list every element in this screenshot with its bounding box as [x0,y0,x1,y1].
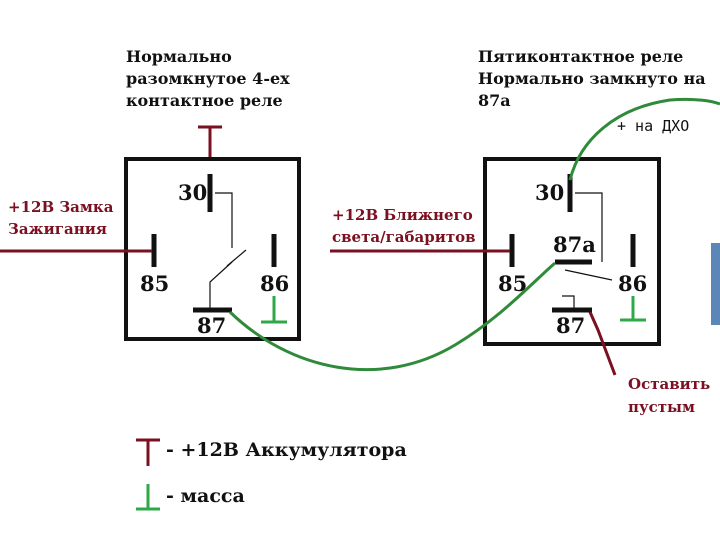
leave-empty-label-line-1: Оставить [628,375,710,393]
ground-symbol-left [261,296,287,324]
relay-right-caption-line-1: Пятиконтактное реле [478,47,683,66]
relay-right-pin-30-label: 30 [535,180,564,205]
ground-symbol-right [620,296,646,322]
legend-battery-symbol [136,438,160,466]
relay-left-box [124,157,301,341]
relay-left-caption: Нормально разомкнутое 4-ех контактное ре… [126,47,295,110]
relay-right-switch-wire [575,192,603,262]
leave-empty-label: Оставить пустым [628,375,715,416]
lowbeam-label: +12В Ближнего света/габаритов [332,206,478,246]
battery-symbol-left [198,125,222,160]
relay-right-switch-contact [564,269,613,281]
relay-left-pin-30-label: 30 [178,180,207,205]
ignition-label-line-1: +12В Замка [8,198,114,216]
relay-right: Пятиконтактное реле Нормально замкнуто н… [478,47,711,346]
relay-left-pin-85-label: 85 [140,271,169,296]
relay-left: Нормально разомкнутое 4-ех контактное ре… [124,47,301,341]
side-panel [711,243,720,325]
green-wire-drl [568,97,720,181]
green-wire-87-to-87a [228,261,556,372]
leave-empty-wire [588,311,617,376]
relay-right-caption: Пятиконтактное реле Нормально замкнуто н… [478,47,711,110]
relay-right-caption-line-3: 87а [478,91,511,110]
relay-left-caption-line-2: разомкнутое 4-ех [126,69,290,88]
legend-ground-symbol [136,484,160,511]
relay-right-caption-line-2: Нормально замкнуто на [478,69,706,88]
relay-left-switch-wire [215,192,233,248]
relay-right-pin-86-label: 86 [618,271,647,296]
relay-left-pin-86-label: 86 [260,271,289,296]
relay-right-switch-lead [562,295,575,308]
relay-left-switch-lead [209,261,233,308]
ignition-label-line-2: Зажигания [8,220,107,238]
lowbeam-label-line-1: +12В Ближнего [332,206,473,224]
lowbeam-label-line-2: света/габаритов [332,228,476,246]
ignition-label: +12В Замка Зажигания [8,198,119,238]
leave-empty-label-line-2: пустым [628,398,695,416]
legend-ground-label: - масса [166,485,245,507]
relay-right-pin-87a-label: 87а [553,232,596,257]
relay-right-pin-87-label: 87 [556,313,585,338]
legend-battery-label: - +12В Аккумулятора [166,439,407,461]
drl-label: + на ДХО [617,117,689,135]
relay-left-pin-87-label: 87 [197,313,226,338]
relay-left-caption-line-1: Нормально [126,47,232,66]
relay-left-caption-line-3: контактное реле [126,91,283,110]
legend: - +12В Аккумулятора - масса [136,438,407,511]
